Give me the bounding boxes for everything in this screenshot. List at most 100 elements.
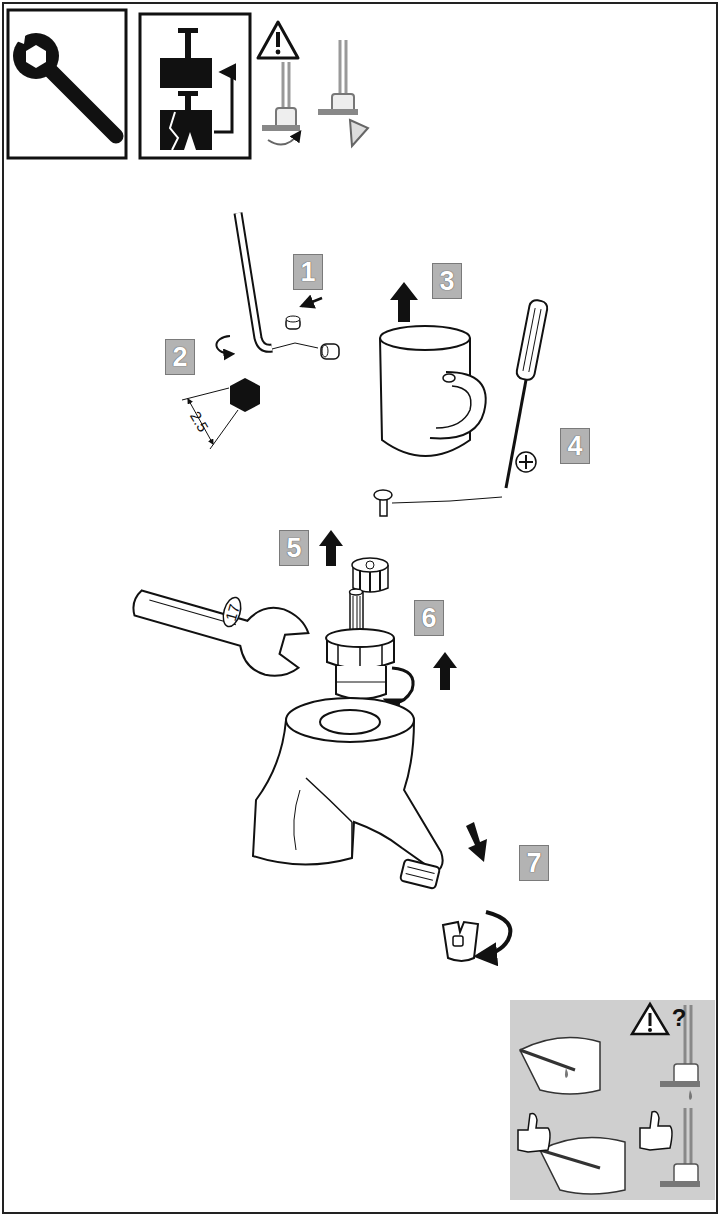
shutoff-warning-icon	[345, 40, 348, 95]
tool-change-icon	[140, 14, 250, 158]
spline-adapter	[379, 570, 381, 590]
faucet-body	[253, 698, 443, 872]
shutoff-warning-icon	[318, 109, 358, 115]
tool-change-icon	[160, 58, 212, 88]
cover-cap	[321, 344, 339, 359]
open-end-wrench	[125, 569, 313, 683]
shutoff-warning-icon	[262, 125, 300, 131]
cover-cap	[322, 345, 328, 357]
shutoff-warning-icon	[276, 32, 280, 47]
leak-check-inset	[510, 1000, 715, 1105]
aerator	[400, 822, 487, 889]
callout-number: 2	[165, 339, 195, 375]
lever-handle	[380, 326, 486, 456]
leak-check-inset	[520, 1050, 575, 1070]
screwdriver	[516, 299, 549, 381]
valve-cartridge	[360, 596, 361, 630]
leak-check-inset	[690, 1005, 693, 1065]
leak-check-inset	[660, 1081, 700, 1087]
shutoff-warning-icon	[282, 62, 285, 110]
valve-cartridge	[336, 666, 386, 699]
ok-inset	[660, 1181, 700, 1187]
screw	[374, 490, 392, 516]
open-end-wrench	[220, 595, 244, 628]
valve-cartridge	[336, 682, 386, 683]
lever-handle	[443, 374, 455, 382]
screwdriver	[529, 309, 541, 372]
ok-inset	[510, 1105, 715, 1200]
shutoff-warning-icon	[350, 120, 368, 146]
spline-adapter	[359, 570, 361, 590]
spline-adapter	[352, 558, 388, 572]
valve-cartridge	[326, 589, 413, 702]
tool-change-icon	[170, 112, 178, 150]
wrench-icon	[26, 45, 46, 68]
hex-key	[216, 213, 272, 412]
valve-cartridge	[350, 592, 363, 634]
page-border	[3, 3, 717, 1213]
callout-number: 3	[432, 263, 462, 299]
callout-number: 5	[279, 530, 309, 566]
tool-change-icon	[178, 91, 198, 96]
ok-inset	[684, 1108, 687, 1165]
tool-change-icon	[140, 14, 250, 158]
valve-cartridge	[381, 645, 383, 668]
ok-inset	[510, 1105, 715, 1200]
aerator	[406, 874, 433, 881]
callout-number: 7	[519, 845, 549, 881]
screwdriver	[392, 299, 548, 503]
dimension-label: 2.5	[186, 408, 211, 435]
screwdriver	[523, 308, 535, 371]
leak-check-inset	[689, 1090, 692, 1100]
up-arrow	[319, 530, 343, 566]
valve-cartridge	[386, 668, 413, 702]
screwdriver	[392, 497, 502, 503]
cover-cap	[302, 298, 322, 306]
ok-inset	[540, 1138, 625, 1195]
wrench-icon	[14, 30, 26, 44]
shutoff-warning-icon	[276, 50, 281, 55]
tool-change-icon	[214, 72, 232, 132]
aerator-key	[443, 922, 478, 961]
lever-handle	[380, 326, 470, 350]
tool-change-icon	[178, 28, 198, 33]
aerator	[407, 867, 434, 874]
lever-handle	[430, 372, 486, 438]
wrench-icon	[8, 10, 126, 158]
screwdriver	[525, 455, 527, 469]
callout-number: 4	[560, 428, 590, 464]
screw	[374, 490, 392, 500]
aerator	[400, 859, 440, 889]
screwdriver	[516, 299, 549, 381]
open-end-wrench	[125, 569, 313, 683]
wrench-icon	[42, 62, 116, 136]
dimension-lines	[182, 388, 229, 400]
leak-check-inset	[510, 1000, 715, 1105]
leak-check-inset	[648, 1028, 652, 1032]
up-arrow	[433, 652, 457, 690]
faucet-body	[294, 790, 300, 850]
spline-adapter	[352, 558, 388, 592]
up-arrow	[319, 282, 457, 690]
shutoff-warning-icon	[339, 40, 342, 95]
valve-cartridge	[350, 589, 363, 595]
leader-line	[272, 343, 318, 349]
question-mark: ?	[672, 1004, 687, 1032]
leak-check-inset	[649, 1013, 652, 1026]
shutoff-warning-icon	[268, 132, 300, 145]
shutoff-warning-icon	[258, 22, 298, 58]
tool-change-icon	[160, 110, 212, 150]
aerator-key	[453, 936, 463, 946]
faucet-body	[320, 710, 380, 734]
ok-inset	[518, 1114, 550, 1152]
hex-key	[238, 213, 272, 348]
up-arrow	[390, 282, 418, 322]
leak-check-inset	[565, 1068, 568, 1078]
callout-number: 6	[414, 600, 444, 636]
leader-line	[272, 343, 318, 349]
aerator	[400, 859, 440, 889]
valve-cartridge	[326, 629, 394, 647]
cover-cap	[286, 316, 300, 322]
